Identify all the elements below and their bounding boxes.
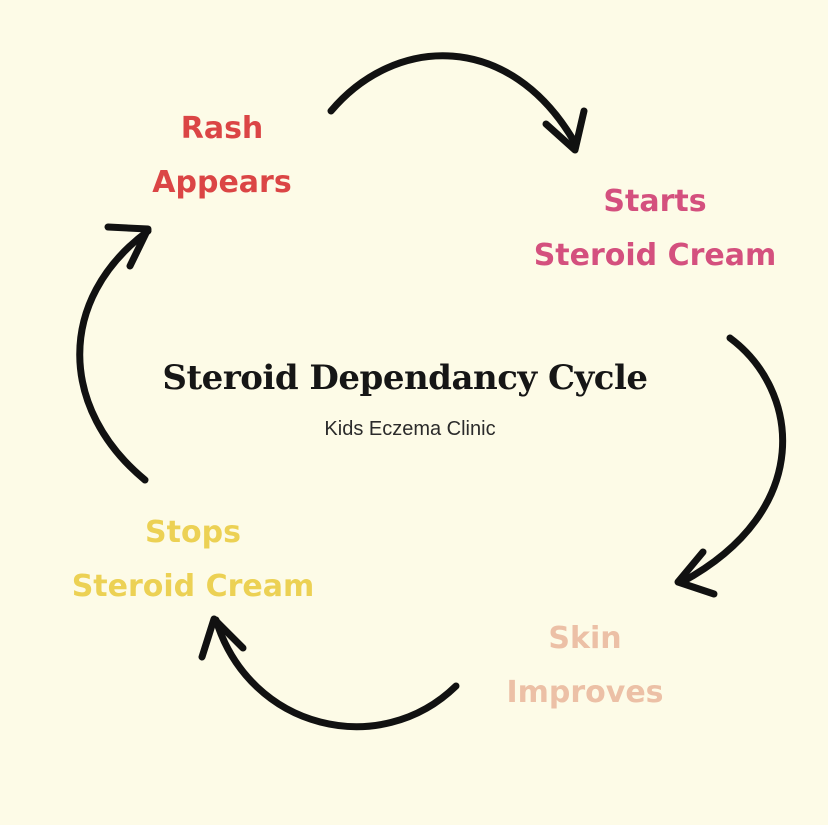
arrowhead-icon bbox=[542, 107, 588, 154]
stage-label-line: Rash bbox=[180, 111, 264, 146]
stage-label-line: Appears bbox=[152, 165, 292, 200]
stage-rash-appears: Rash Appears bbox=[130, 102, 314, 210]
stage-label-line: Steroid Cream bbox=[71, 569, 315, 604]
arrow-stops-to-rash bbox=[76, 223, 152, 484]
arrow-improves-to-stops bbox=[198, 615, 460, 731]
arrow-rash-to-starts bbox=[327, 52, 588, 154]
arrow-curve bbox=[678, 334, 787, 586]
stage-label-line: Skin bbox=[548, 621, 622, 656]
arrowhead-icon bbox=[674, 548, 718, 598]
stage-skin-improves: Skin Improves bbox=[480, 612, 690, 720]
diagram-title: Steroid Dependancy Cycle bbox=[162, 358, 648, 398]
stage-starts-steroid-cream: Starts Steroid Cream bbox=[510, 175, 800, 283]
arrow-curve bbox=[76, 227, 152, 484]
arrow-starts-to-improves bbox=[674, 334, 787, 598]
stage-label-line: Starts bbox=[603, 184, 707, 219]
stage-label-line: Steroid Cream bbox=[533, 238, 777, 273]
diagram-subtitle: Kids Eczema Clinic bbox=[324, 418, 496, 440]
stage-stops-steroid-cream: Stops Steroid Cream bbox=[52, 506, 334, 614]
arrowhead-icon bbox=[104, 223, 152, 270]
stage-label-line: Improves bbox=[506, 675, 664, 710]
stage-label-line: Stops bbox=[145, 515, 241, 550]
arrow-curve bbox=[327, 52, 579, 147]
arrowhead-icon bbox=[198, 615, 247, 661]
arrow-curve bbox=[212, 616, 460, 731]
